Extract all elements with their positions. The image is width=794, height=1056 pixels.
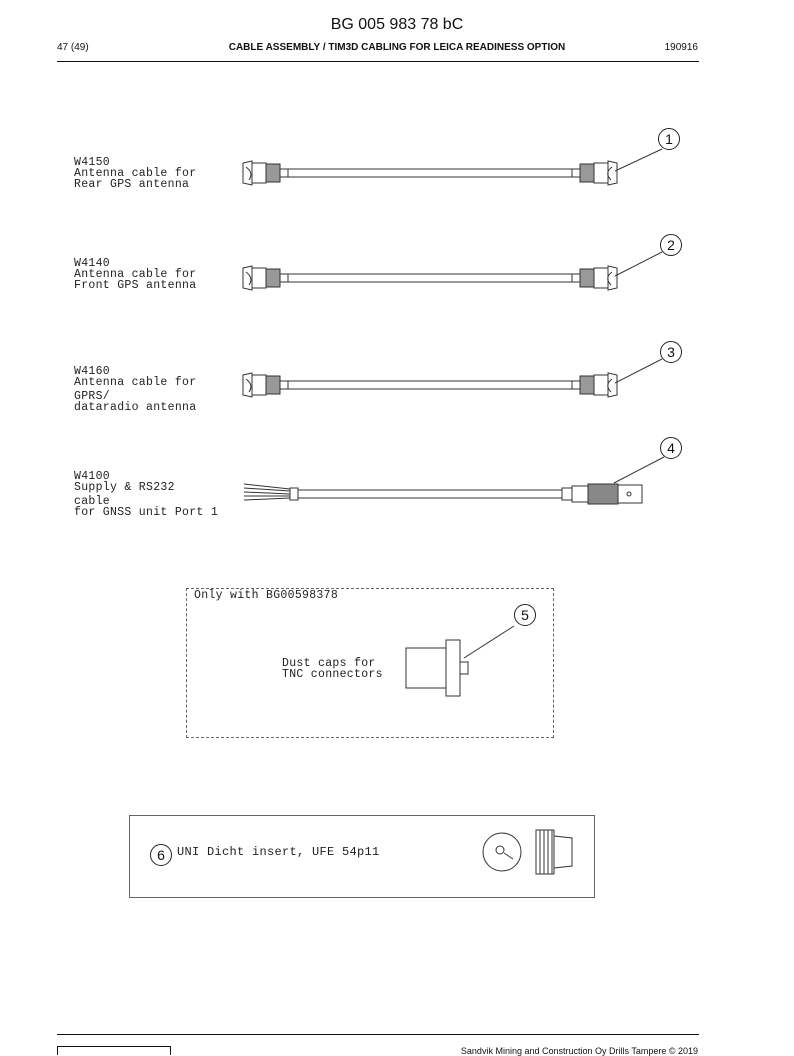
dust-caps-box (186, 588, 554, 738)
tnc-connector-right (607, 160, 618, 186)
callout-leader-3 (614, 358, 663, 384)
header-rule (57, 61, 699, 62)
document-number: BG 005 983 78 bC (330, 16, 464, 33)
revision-date: 190916 (664, 42, 698, 53)
cable-label-w4150: W4150 Antenna cable for Rear GPS antenna (74, 156, 197, 191)
dust-caps-desc-line: TNC connectors (282, 668, 383, 681)
dust-caps-note: Only with BG00598378 (192, 589, 341, 602)
cable-label-w4160: W4160 Antenna cable for GPRS/ dataradio … (74, 365, 197, 414)
circular-connector-body (587, 483, 619, 505)
callout-leader-2 (614, 251, 663, 277)
cable-desc-line: for GNSS unit Port 1 (74, 506, 219, 519)
callout-5: 5 (514, 604, 536, 626)
cable-label-w4100: W4100 Supply & RS232 cable for GNSS unit… (74, 470, 219, 519)
page-number: 47 (49) (57, 42, 89, 53)
callout-1: 1 (658, 128, 680, 150)
page-title: CABLE ASSEMBLY / TIM3D CABLING FOR LEICA… (228, 42, 566, 53)
cable-desc-line: Front GPS antenna (74, 279, 197, 292)
antenna-cable-w4160-drawing (242, 372, 618, 398)
insert-side-view (535, 829, 555, 875)
supply-cable-w4100-drawing (243, 483, 643, 505)
callout-leader-4 (613, 456, 665, 484)
insert-label: UNI Dicht insert, UFE 54p11 (177, 845, 380, 859)
antenna-cable-w4150-drawing (242, 160, 618, 186)
cable-desc-line: Antenna cable for (74, 376, 197, 389)
footer-copyright: Sandvik Mining and Construction Oy Drill… (460, 1046, 698, 1056)
knurled-nut-left (265, 163, 281, 183)
cable-label-w4140: W4140 Antenna cable for Front GPS antenn… (74, 257, 197, 292)
callout-6: 6 (150, 844, 172, 866)
cable-code: W4140 (74, 257, 111, 270)
callout-leader-1 (614, 148, 663, 172)
knurled-nut-right (579, 163, 595, 183)
dust-caps-label: Dust caps for TNC connectors (282, 657, 383, 681)
cable-code: W4100 (74, 470, 111, 483)
cable-desc-line: GPRS/ (74, 390, 111, 403)
insert-box (129, 815, 595, 898)
callout-4: 4 (660, 437, 682, 459)
insert-drawing (482, 829, 573, 875)
insert-front-view (482, 832, 522, 872)
cable-desc-line: Rear GPS antenna (74, 178, 190, 191)
cable-code: W4150 (74, 156, 111, 169)
dust-caps-desc-line: Dust caps for (282, 657, 376, 670)
cable-desc-line: cable (74, 495, 111, 508)
callout-2: 2 (660, 234, 682, 256)
cable-desc-line: Supply & RS232 (74, 481, 175, 494)
callout-3: 3 (660, 341, 682, 363)
tnc-connector-left (242, 160, 253, 186)
cable-desc-line: Antenna cable for (74, 167, 197, 180)
antenna-cable-w4140-drawing (242, 265, 618, 291)
dust-cap-drawing (405, 625, 515, 697)
cable-code: W4160 (74, 365, 111, 378)
cable-desc-line: Antenna cable for (74, 268, 197, 281)
cable-desc-line: dataradio antenna (74, 401, 197, 414)
sandvik-logo (57, 1046, 171, 1055)
footer-rule (57, 1034, 699, 1035)
